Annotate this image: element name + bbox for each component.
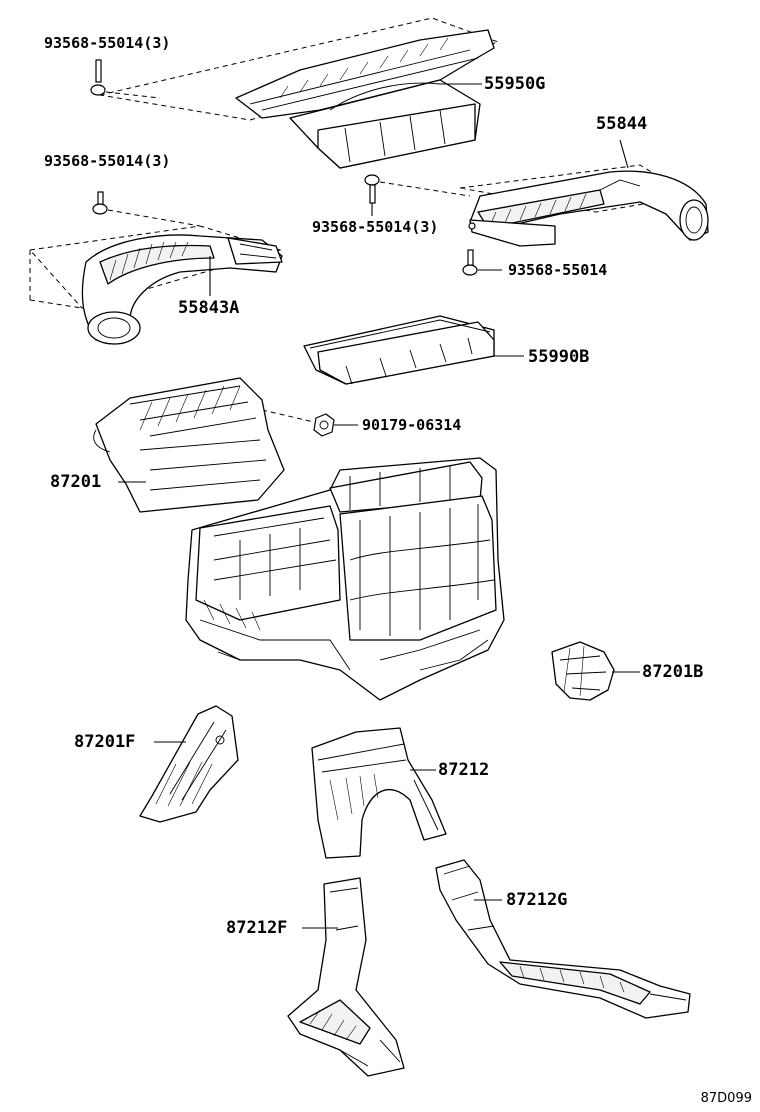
part-87201B-drawing bbox=[551, 641, 640, 701]
label-93568-55014-left: 93568-55014(3) bbox=[44, 152, 171, 170]
label-93568-55014-mid: 93568-55014(3) bbox=[312, 218, 439, 236]
bolt-93568-c bbox=[92, 191, 201, 227]
part-87212G-drawing bbox=[435, 859, 691, 1019]
label-87212: 87212 bbox=[438, 760, 490, 780]
part-55843A-drawing bbox=[29, 225, 283, 345]
part-87201F-drawing bbox=[139, 705, 239, 823]
part-55844-drawing bbox=[379, 139, 709, 247]
diagram-code: 87D099 bbox=[700, 1091, 752, 1106]
part-55950G-drawing bbox=[99, 17, 500, 169]
bolt-93568-a bbox=[90, 59, 161, 99]
part-87201-drawing bbox=[93, 377, 285, 513]
label-87201B: 87201B bbox=[642, 662, 704, 682]
label-55990B: 55990B bbox=[528, 347, 590, 367]
label-55843A: 55843A bbox=[178, 298, 240, 318]
label-87201: 87201 bbox=[50, 472, 102, 492]
label-87201F: 87201F bbox=[74, 732, 136, 752]
part-87212-drawing bbox=[311, 727, 447, 859]
part-87212F-drawing bbox=[287, 877, 405, 1077]
bolt-93568-b bbox=[364, 174, 380, 216]
part-55990B-drawing bbox=[303, 315, 524, 385]
hvac-unit-drawing bbox=[185, 457, 505, 701]
label-90179-06314: 90179-06314 bbox=[362, 416, 462, 434]
label-55844: 55844 bbox=[596, 114, 648, 134]
label-93568-55014-single: 93568-55014 bbox=[508, 261, 608, 279]
label-93568-55014-top: 93568-55014(3) bbox=[44, 34, 171, 52]
bolt-93568-d bbox=[462, 249, 502, 276]
label-87212G: 87212G bbox=[506, 890, 568, 910]
label-87212F: 87212F bbox=[226, 918, 288, 938]
nut-90179 bbox=[261, 409, 358, 437]
label-55950G: 55950G bbox=[484, 74, 546, 94]
